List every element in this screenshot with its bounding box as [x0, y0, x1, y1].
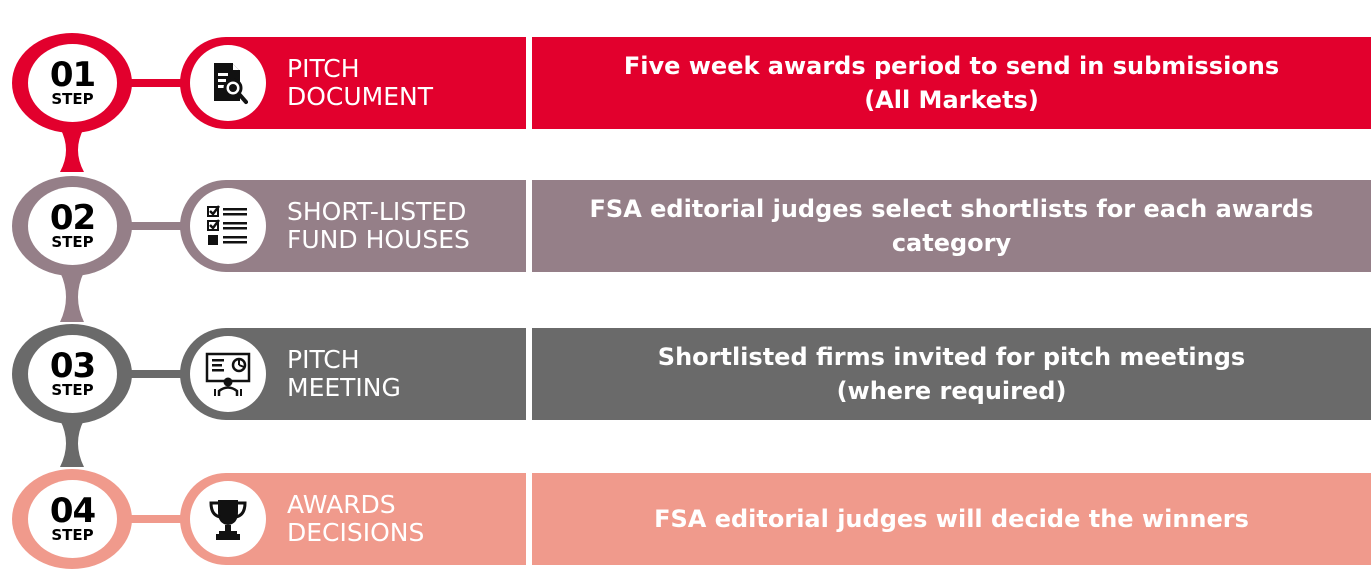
step-3-badge-inner: 03 STEP: [28, 335, 117, 413]
step-2-title: SHORT-LISTED FUND HOUSES: [287, 180, 470, 272]
step-2-desc-line1: FSA editorial judges select shortlists f…: [589, 195, 1314, 257]
step-3-number: 03: [49, 346, 96, 387]
step-4-link: [130, 515, 190, 523]
step-2-title-pill: SHORT-LISTED FUND HOUSES: [180, 180, 526, 272]
step-2-badge: 02 STEP: [12, 176, 132, 276]
step-2-link: [130, 222, 190, 230]
step-1-title-pill: PITCH DOCUMENT: [180, 37, 526, 129]
step-2-badge-inner: 02 STEP: [28, 187, 117, 265]
step-4-badge-inner: 04 STEP: [28, 480, 117, 558]
step-4-description: FSA editorial judges will decide the win…: [532, 473, 1371, 565]
step-3-title-pill: PITCH MEETING: [180, 328, 526, 420]
step-1-label: STEP: [51, 90, 94, 109]
step-4-title-pill: AWARDS DECISIONS: [180, 473, 526, 565]
step-3-description: Shortlisted firms invited for pitch meet…: [532, 328, 1371, 420]
connector-2-3: [60, 272, 84, 322]
step-1-desc-line1: Five week awards period to send in submi…: [623, 52, 1280, 80]
step-4-title: AWARDS DECISIONS: [287, 473, 424, 565]
step-4-desc-line1: FSA editorial judges will decide the win…: [654, 505, 1249, 533]
step-3-label: STEP: [51, 381, 94, 400]
step-2-description: FSA editorial judges select shortlists f…: [532, 180, 1371, 272]
step-row-1: 01 STEP PITCH DOCUMENT: [0, 33, 1371, 133]
step-3-link: [130, 370, 190, 378]
step-1-title-line1: PITCH: [287, 54, 360, 83]
step-row-2: 02 STEP: [0, 176, 1371, 276]
step-3-badge: 03 STEP: [12, 324, 132, 424]
step-1-number: 01: [49, 55, 96, 96]
step-1-badge-inner: 01 STEP: [28, 44, 117, 122]
step-4-label: STEP: [51, 526, 94, 545]
step-1-link: [130, 79, 190, 87]
step-4-badge: 04 STEP: [12, 469, 132, 569]
step-1-badge: 01 STEP: [12, 33, 132, 133]
step-4-title-line1: AWARDS: [287, 490, 396, 519]
step-row-4: 04 STEP AWARDS DECISIONS F: [0, 469, 1371, 569]
trophy-icon: [190, 481, 266, 557]
step-1-title-line2: DOCUMENT: [287, 82, 434, 111]
step-row-3: 03 STEP PITCH ME: [0, 324, 1371, 424]
step-3-title: PITCH MEETING: [287, 328, 401, 420]
presentation-icon: [190, 336, 266, 412]
connector-3-4: [60, 420, 84, 467]
step-1-desc-line2: (All Markets): [864, 86, 1039, 114]
step-4-number: 04: [49, 491, 96, 532]
step-2-number: 02: [49, 198, 96, 239]
step-1-description: Five week awards period to send in submi…: [532, 37, 1371, 129]
step-2-title-line1: SHORT-LISTED: [287, 197, 467, 226]
step-3-title-line1: PITCH: [287, 345, 360, 374]
step-3-title-line2: MEETING: [287, 373, 401, 402]
step-2-title-line2: FUND HOUSES: [287, 225, 470, 254]
connector-1-2: [60, 128, 84, 172]
step-3-desc-line2: (where required): [836, 377, 1067, 405]
checklist-icon: [190, 188, 266, 264]
step-3-desc-line1: Shortlisted firms invited for pitch meet…: [657, 343, 1246, 371]
step-1-title: PITCH DOCUMENT: [287, 37, 433, 129]
step-2-label: STEP: [51, 233, 94, 252]
step-4-title-line2: DECISIONS: [287, 518, 425, 547]
document-search-icon: [190, 45, 266, 121]
